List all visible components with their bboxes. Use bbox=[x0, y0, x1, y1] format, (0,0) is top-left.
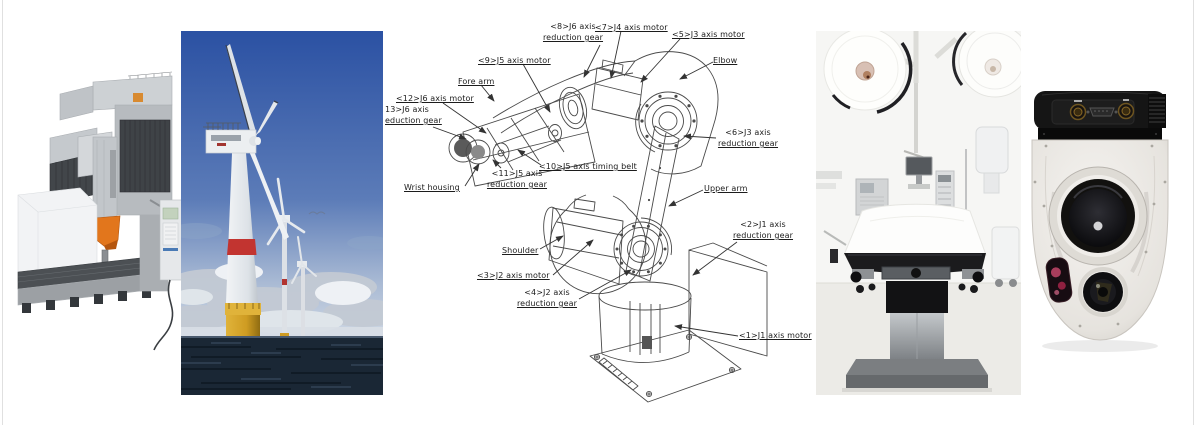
diagram-label-upper-arm: Upper arm bbox=[704, 184, 748, 193]
diagram-label-shoulder: Shoulder bbox=[502, 246, 539, 255]
diagram-label-j6-reduction-gear-13: 13>J6 axis eduction gear bbox=[385, 105, 442, 125]
diagram-label-j6-motor: <12>J6 axis motor bbox=[396, 94, 474, 103]
diagram-label-j4-motor: <7>J4 axis motor bbox=[595, 23, 668, 32]
robot-base bbox=[589, 242, 768, 403]
robot-axis-diagram: <8>J6 axis reduction gear <7>J4 axis mot… bbox=[383, 0, 813, 425]
surgical-lamp-left bbox=[823, 31, 913, 114]
diagram-label-j2-reduction-gear: <4>J2 axis reduction gear bbox=[516, 288, 578, 308]
operating-room-illustration bbox=[816, 31, 1021, 395]
robot-elbow bbox=[623, 51, 719, 175]
diagram-label-j6-reduction-gear: <8>J6 axis reduction gear bbox=[542, 22, 604, 42]
camera-secondary-lens bbox=[1078, 267, 1128, 317]
diagram-label-j5-reduction-gear: <11>J5 axis reduction gear bbox=[486, 169, 548, 189]
diagram-label-j3-motor: <5>J3 axis motor bbox=[672, 30, 745, 39]
diagram-label-j5-motor: <9>J5 axis motor bbox=[478, 56, 551, 65]
robot-line-drawing bbox=[432, 30, 768, 403]
camera-ir-window bbox=[1045, 257, 1073, 303]
monitor bbox=[903, 150, 933, 189]
diagram-label-j5-timing-belt: <10>J5 axis timing belt bbox=[539, 162, 637, 171]
gimbal-camera-illustration bbox=[1031, 91, 1169, 352]
operating-table bbox=[842, 203, 992, 392]
diagram-label-j1-reduction-gear: <2>J1 axis reduction gear bbox=[732, 220, 794, 240]
cnc-machine-illustration bbox=[17, 71, 183, 351]
robot-shoulder bbox=[543, 194, 672, 295]
camera-top-unit bbox=[1034, 91, 1166, 140]
wind-turbines-illustration bbox=[181, 31, 383, 395]
right-edge-line bbox=[1193, 0, 1194, 425]
wind-turbines-photo bbox=[181, 31, 383, 395]
gimbal-camera-photo bbox=[1022, 86, 1178, 356]
left-edge-line bbox=[2, 0, 3, 425]
camera-main-lens bbox=[1048, 166, 1148, 266]
diagram-label-j2-motor: <3>J2 axis motor bbox=[477, 271, 550, 280]
diagram-label-wrist-housing: Wrist housing bbox=[404, 183, 460, 192]
equipment-rack bbox=[935, 170, 955, 214]
operating-room-photo bbox=[816, 31, 1021, 395]
robot-upper-arm bbox=[625, 125, 680, 282]
diagram-label-fore-arm: Fore arm bbox=[458, 77, 495, 86]
diagram-label-j3-reduction-gear: <6>J3 axis reduction gear bbox=[717, 128, 779, 148]
diagram-label-j1-motor: <1>J1 axis motor bbox=[739, 331, 812, 340]
turbine-main bbox=[203, 44, 289, 375]
cnc-machine-photo bbox=[0, 60, 190, 390]
diagram-label-elbow: Elbow bbox=[713, 56, 738, 65]
surgical-lamp-right bbox=[952, 31, 1021, 98]
leader-lines bbox=[432, 30, 739, 337]
